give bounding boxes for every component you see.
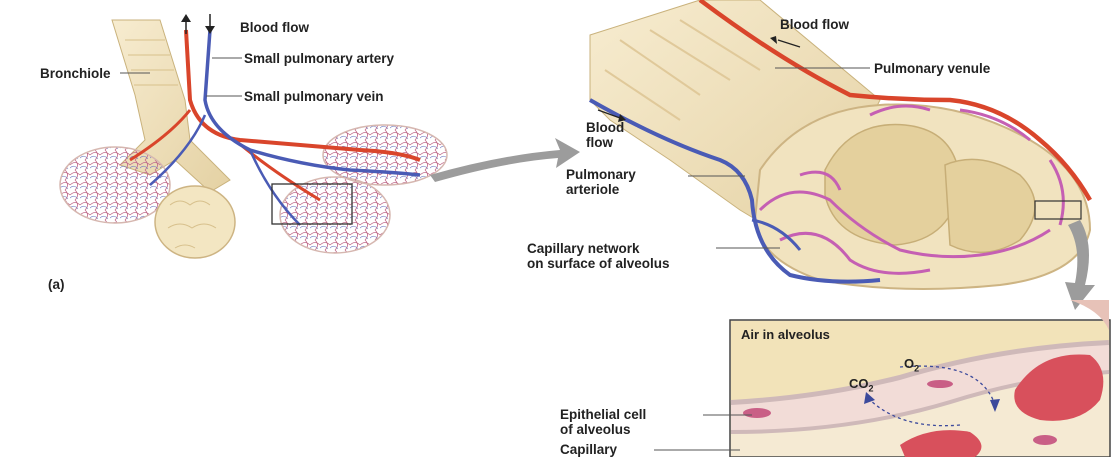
epithelial-cell-label-2: of alveolus [560, 422, 631, 437]
o2-label: O2 [904, 356, 919, 374]
blood-flow-label-right: Blood flow [780, 17, 849, 32]
capillary-label: Capillary [560, 442, 617, 457]
pulmonary-arteriole-label-1: Pulmonary [566, 167, 636, 182]
capillary-network-label-2: on surface of alveolus [527, 256, 670, 271]
air-in-alveolus-label: Air in alveolus [741, 327, 830, 342]
gas-exchange-panel [730, 300, 1110, 457]
flow-arrow-up [181, 14, 191, 34]
flow-arrow-down [205, 14, 215, 34]
blood-flow-label-top: Blood flow [240, 20, 309, 35]
capillary-network-label-1: Capillary network [527, 241, 640, 256]
blood-flow-label-left-2: flow [586, 135, 613, 150]
blood-flow-label-left-1: Blood [586, 120, 624, 135]
epithelial-nucleus [743, 408, 771, 418]
pulmonary-venule-label: Pulmonary venule [874, 61, 990, 76]
pulmonary-arteriole-label-2: arteriole [566, 182, 619, 197]
panel-a-label: (a) [48, 277, 65, 292]
epithelial-cell-label-1: Epithelial cell [560, 407, 646, 422]
alveolar-sac-right [280, 177, 390, 253]
co2-label: CO2 [849, 376, 874, 394]
small-pulmonary-vein-label: Small pulmonary vein [244, 89, 384, 104]
alveolar-sac-upper-right [323, 125, 447, 185]
alveolar-sac-center [155, 186, 235, 258]
magnified-alveolus [755, 104, 1090, 289]
alveolar-sac-left [60, 147, 170, 223]
small-pulmonary-artery-label: Small pulmonary artery [244, 51, 394, 66]
zoom-arrow-1 [430, 138, 580, 182]
bronchiole-label: Bronchiole [40, 66, 111, 81]
